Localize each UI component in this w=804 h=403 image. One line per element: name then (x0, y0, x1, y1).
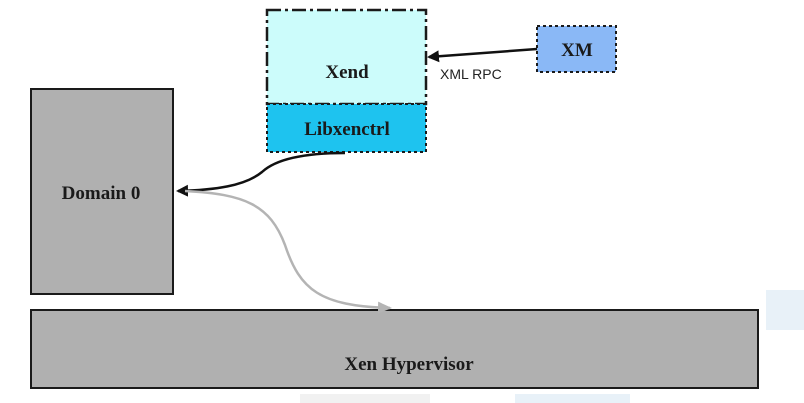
libxenctrl-to-domain0-arrow (176, 151, 346, 197)
xm-to-xend-edge: XML RPC (427, 47, 538, 82)
libxenctrl-box: Libxenctrl (266, 103, 427, 153)
xml-rpc-label: XML RPC (440, 66, 502, 82)
xm-rect (536, 25, 617, 73)
xend-box: Xend (265, 8, 428, 106)
hypervisor-label: Xen Hypervisor (344, 354, 474, 375)
libxenctrl-label: Libxenctrl (304, 119, 390, 140)
domain0-box: Domain 0 (30, 88, 174, 295)
domain0-label: Domain 0 (62, 183, 141, 204)
xm-to-xend-arrow (427, 47, 538, 63)
xend-rect (265, 8, 428, 106)
page-edge-bleed (300, 394, 430, 403)
xend-label: Xend (325, 62, 369, 83)
xm-box: XM (536, 25, 617, 73)
domain0-rect (30, 88, 174, 295)
hypervisor-rect (30, 309, 759, 389)
hypervisor-box: Xen Hypervisor (30, 309, 759, 389)
domain0-to-hypervisor-arrow (184, 189, 392, 314)
page-edge-bleed (766, 290, 804, 330)
libxenctrl-rect (266, 103, 427, 153)
xm-label: XM (561, 40, 593, 61)
page-edge-bleed (515, 394, 630, 403)
